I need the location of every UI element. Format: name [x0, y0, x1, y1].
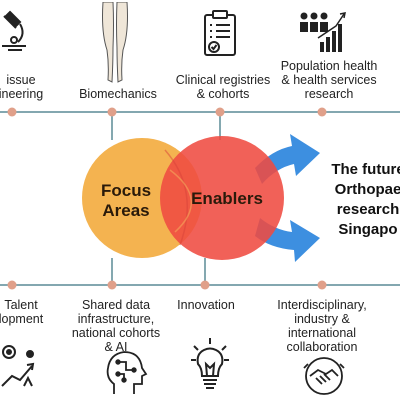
- outcome-text: The future Orthopae research Singapo: [331, 161, 400, 238]
- enablers-title: Enablers: [191, 189, 263, 208]
- team-growth-icon: [1, 345, 35, 387]
- overlap-swirl: [169, 169, 192, 233]
- enabler-item-innovation-label: Innovation: [177, 298, 235, 312]
- focus-item-biomechanics-label: Biomechanics: [79, 87, 157, 101]
- timeline-dot: [7, 280, 17, 290]
- handshake-icon: [303, 357, 345, 395]
- focus-areas-title: Focus Areas: [100, 181, 152, 220]
- timeline-dot: [317, 280, 327, 290]
- timeline-dot: [107, 107, 117, 117]
- timeline-dot: [7, 107, 17, 117]
- focus-item-tissue-engineering-label: issue ineering: [0, 73, 44, 101]
- clipboard-icon: [204, 10, 236, 56]
- timeline-dot: [200, 280, 210, 290]
- focus-item-population-health-label: Population health & health services rese…: [280, 59, 378, 101]
- enablers-circle: [160, 136, 284, 260]
- enabler-item-collaboration-label: Interdisciplinary, industry & internatio…: [277, 298, 367, 354]
- top-timeline: [0, 107, 400, 140]
- timeline-dot: [317, 107, 327, 117]
- enabler-item-talent-label: Talent lopment: [0, 298, 44, 326]
- microscope-icon: [2, 10, 26, 51]
- focus-item-clinical-registries-label: Clinical registries & cohorts: [175, 73, 271, 101]
- timeline-dot: [107, 280, 117, 290]
- lightbulb-icon: [191, 338, 229, 389]
- ai-head-icon: [106, 351, 148, 394]
- population-chart-icon: [300, 12, 346, 52]
- legs-icon: [102, 2, 128, 83]
- bottom-timeline: [0, 258, 400, 290]
- timeline-dot: [215, 107, 225, 117]
- overlap-swirl: [164, 149, 189, 246]
- enabler-item-shared-data-label: Shared data infrastructure, national coh…: [71, 298, 161, 354]
